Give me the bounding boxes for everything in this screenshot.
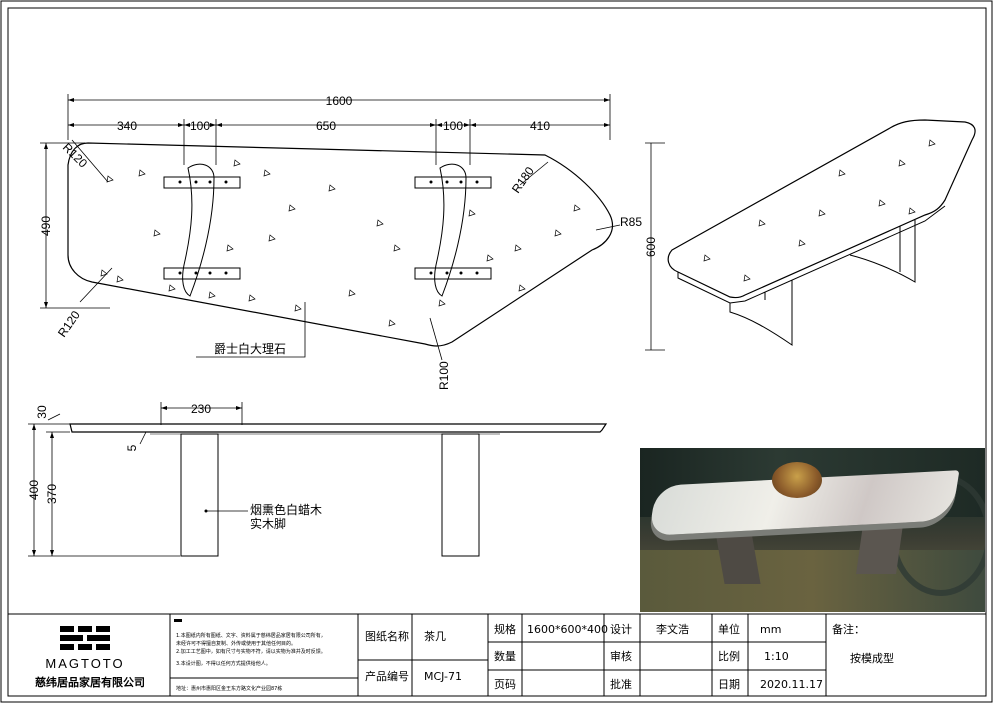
label-unit: 单位 (718, 622, 740, 636)
value-drawing-name: 茶几 (424, 630, 446, 643)
dim-340: 340 (117, 119, 137, 133)
radius-leaders (71, 139, 621, 361)
iso-texture (703, 139, 936, 282)
radius-r85: R85 (620, 215, 642, 229)
dim-100-right: 100 (443, 119, 463, 133)
front-leg-right (441, 433, 480, 557)
iso-legs (729, 220, 916, 346)
note-line-3: 2.加工工艺图中，如有尺寸与实物不符，请以实物为准并及时反馈。 (176, 648, 326, 655)
dim-1600: 1600 (326, 94, 353, 108)
dim-230: 230 (191, 402, 211, 416)
note-line-1: 1.本图纸内所有图纸、文字、资料属于慈纬居品家居有限公司所有， (176, 632, 326, 639)
label-approve: 批准 (610, 677, 632, 691)
notes-marker (174, 619, 182, 622)
value-date: 2020.11.17 (760, 678, 823, 691)
value-scale: 1:10 (764, 650, 789, 663)
label-quantity: 数量 (494, 650, 516, 663)
label-remarks: 备注： (832, 622, 865, 636)
value-product-code: MCJ-71 (424, 670, 462, 683)
material-leader (196, 302, 306, 358)
radius-r120-bottom: R120 (55, 308, 83, 340)
value-design: 李文浩 (656, 622, 689, 636)
leg-material-line1: 烟熏色白蜡木 (250, 502, 322, 517)
radius-r100: R100 (437, 361, 451, 390)
dimension-arrows (44, 98, 610, 308)
leg-brackets (163, 163, 492, 297)
top-dimension-lines (40, 94, 611, 309)
title-block (7, 613, 987, 697)
dim-100-left: 100 (190, 119, 210, 133)
label-page: 页码 (494, 678, 516, 691)
front-view: 230 30 5 400 370 烟熏色白蜡木 实木脚 (27, 402, 608, 557)
address: 地址：惠州市惠阳区金王东方路文化产业园87栋 (176, 685, 282, 692)
company-name: 慈纬居品家居有限公司 (35, 675, 145, 689)
dim-600: 600 (644, 237, 658, 257)
photo-leg-right (856, 518, 904, 574)
value-spec: 1600*600*400 (527, 623, 608, 636)
iso-tabletop (667, 119, 976, 299)
label-product-code: 产品编号 (365, 669, 409, 683)
marble-texture (100, 159, 581, 327)
photo-bowl (772, 462, 822, 498)
dim-30: 30 (35, 405, 49, 419)
company-logo (60, 626, 110, 650)
material-label-marble: 爵士白大理石 (214, 341, 286, 356)
dim-5: 5 (125, 444, 139, 451)
isometric-view: 600 (644, 119, 976, 351)
note-line-4: 3.本设计图，不得以任何方式提供给他人。 (176, 660, 271, 667)
dim-410: 410 (530, 119, 550, 133)
company-logo-text: MAGTOTO (45, 656, 124, 671)
front-arrows (32, 406, 242, 556)
leg-material-line2: 实木脚 (250, 516, 286, 531)
dim-490: 490 (39, 216, 53, 236)
front-tabletop (69, 423, 608, 433)
leg-material-dot (204, 509, 208, 513)
dim-400: 400 (27, 480, 41, 500)
iso-dimension-line (645, 142, 665, 351)
front-dimension-lines (28, 402, 243, 557)
product-photo (640, 448, 985, 612)
radius-r120-top: R120 (60, 140, 90, 170)
dim-370: 370 (45, 484, 59, 504)
value-unit: mm (760, 623, 781, 636)
radius-r180: R180 (509, 164, 537, 196)
bracket-holes (178, 180, 479, 275)
label-spec: 规格 (494, 622, 516, 636)
label-drawing-name: 图纸名称 (365, 629, 409, 643)
value-remarks: 按模成型 (850, 651, 894, 665)
tabletop-outline (67, 142, 613, 347)
label-scale: 比例 (718, 649, 740, 663)
label-design: 设计 (610, 623, 632, 636)
iso-tabletop-edge (677, 205, 946, 304)
front-leg-left (180, 433, 219, 557)
label-date: 日期 (718, 678, 740, 691)
top-view: 1600 340 100 650 100 410 490 R120 R120 R… (39, 94, 642, 390)
note-line-2: 未经许可不得擅自复制、外传或使用于其他任何目的。 (176, 640, 296, 647)
dim-650: 650 (316, 119, 336, 133)
label-review: 审核 (610, 649, 632, 663)
